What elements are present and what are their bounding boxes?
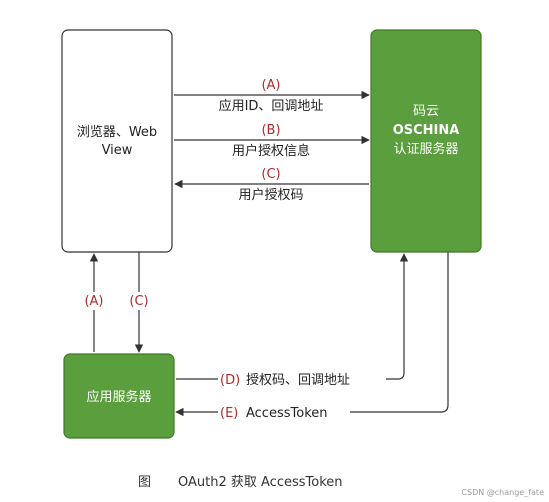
- edge-c-top-label: 用户授权码: [238, 187, 303, 203]
- edge-c-top: (C) 用户授权码: [174, 167, 369, 203]
- auth-server-node: 码云 OSCHINA 认证服务器: [370, 29, 482, 253]
- app-server-label: 应用服务器: [86, 389, 151, 405]
- edge-a-top: (A) 应用ID、回调地址: [174, 78, 370, 114]
- browser-node: 浏览器、Web View: [61, 29, 173, 253]
- auth-server-label-line1: 码云: [413, 104, 439, 119]
- edge-a-vertical-step: (A): [84, 294, 103, 309]
- browser-label-line2: View: [102, 143, 133, 158]
- edge-b-top: (B) 用户授权信息: [174, 123, 370, 159]
- edge-a-top-label: 应用ID、回调地址: [219, 98, 324, 114]
- edge-c-top-step: (C): [261, 167, 280, 182]
- caption-prefix: 图: [138, 475, 151, 490]
- edge-d: (D) 授权码、回调地址: [176, 253, 409, 389]
- figure-caption: 图 OAuth2 获取 AccessToken: [138, 475, 343, 490]
- app-server-node: 应用服务器: [63, 353, 175, 439]
- edge-d-label: 授权码、回调地址: [246, 372, 350, 388]
- edge-e: (E) AccessToken: [175, 252, 449, 422]
- edge-a-vertical: (A): [80, 253, 108, 352]
- edge-e-step: (E): [220, 406, 238, 421]
- caption-text: OAuth2 获取 AccessToken: [178, 475, 343, 490]
- auth-server-label-line3: 认证服务器: [393, 141, 458, 157]
- edge-c-vertical-step: (C): [129, 294, 148, 309]
- edge-c-vertical: (C): [125, 252, 153, 353]
- auth-server-label-line2: OSCHINA: [393, 123, 460, 138]
- edge-b-top-label: 用户授权信息: [232, 143, 310, 159]
- browser-label-line1: 浏览器、Web: [77, 124, 157, 140]
- edge-e-label: AccessToken: [246, 406, 328, 421]
- edge-b-top-step: (B): [261, 123, 280, 138]
- watermark: CSDN @change_fate: [461, 488, 544, 497]
- edge-d-step: (D): [220, 373, 240, 388]
- edge-a-top-step: (A): [261, 78, 280, 93]
